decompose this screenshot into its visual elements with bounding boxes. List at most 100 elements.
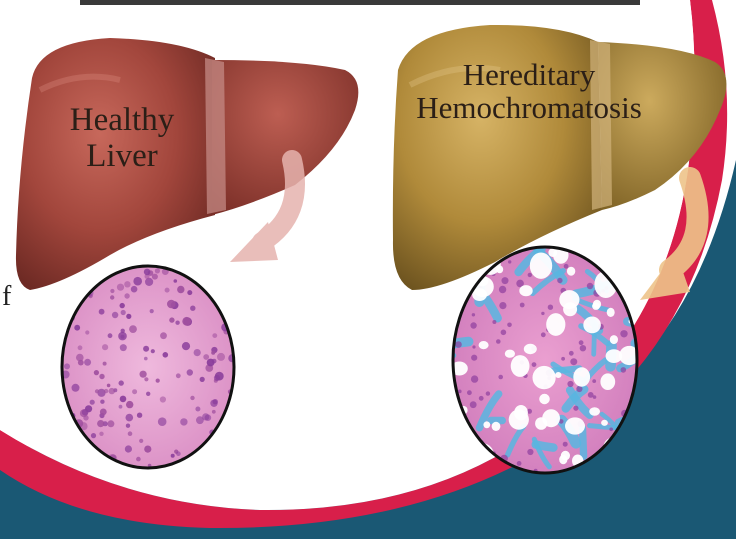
tissue-nucleus (136, 457, 141, 462)
tissue-nucleus (570, 358, 577, 365)
fat-vacuole (483, 421, 490, 428)
tissue-nucleus (83, 415, 88, 420)
tissue-nucleus (99, 309, 105, 315)
tissue-nucleus (128, 431, 133, 436)
tissue-nucleus (91, 433, 96, 438)
tissue-nucleus (163, 352, 169, 358)
tissue-nucleus (144, 377, 148, 381)
tissue-nucleus (150, 309, 154, 313)
tissue-nucleus (64, 363, 70, 369)
tissue-nucleus (498, 375, 503, 380)
tissue-nucleus (129, 325, 137, 333)
tissue-nucleus (94, 370, 99, 375)
tissue-nucleus (176, 373, 181, 378)
iron-deposit (536, 445, 554, 448)
fat-vacuole (610, 335, 618, 344)
fat-vacuole (479, 341, 489, 349)
fat-vacuole (519, 285, 532, 296)
tissue-nucleus (217, 353, 225, 361)
tissue-nucleus (108, 333, 113, 338)
tissue-nucleus (194, 349, 201, 356)
tissue-nucleus (97, 420, 104, 427)
fat-vacuole (546, 313, 565, 336)
tissue-nucleus (160, 396, 166, 402)
tissue-nucleus (187, 290, 192, 295)
tissue-nucleus (190, 396, 194, 400)
tissue-nucleus (84, 359, 91, 366)
tissue-nucleus (620, 330, 627, 337)
tissue-nucleus (95, 389, 99, 393)
tissue-nucleus (203, 354, 209, 360)
tissue-nucleus (160, 332, 167, 339)
tissue-nucleus (144, 357, 148, 361)
tissue-nucleus (567, 381, 573, 387)
tissue-nucleus (507, 323, 512, 328)
fat-vacuole (539, 394, 550, 404)
fat-vacuole (601, 420, 608, 426)
tissue-nucleus (502, 277, 509, 284)
tissue-nucleus (143, 346, 149, 352)
tissue-nucleus (139, 439, 143, 443)
tissue-nucleus (117, 284, 124, 291)
top-header-sliver (80, 0, 640, 5)
fat-vacuole (607, 308, 615, 317)
tissue-nucleus (112, 312, 118, 318)
tissue-nucleus (177, 286, 184, 293)
tissue-nucleus (110, 295, 114, 299)
tissue-nucleus (479, 396, 484, 401)
tissue-nucleus (99, 432, 103, 436)
tissue-nucleus (126, 424, 130, 428)
tissue-nucleus (174, 279, 178, 283)
tissue-nucleus (470, 322, 476, 328)
iron-deposit (590, 426, 620, 428)
fat-vacuole (511, 355, 530, 377)
fat-vacuole (567, 267, 575, 276)
tissue-nucleus (621, 367, 627, 373)
tissue-nucleus (211, 351, 215, 355)
tissue-nucleus (196, 416, 204, 424)
tissue-nucleus (151, 349, 155, 353)
tissue-nucleus (144, 269, 151, 276)
tissue-nucleus (501, 330, 507, 336)
tissue-nucleus (124, 281, 130, 287)
tissue-nucleus (107, 420, 114, 427)
tissue-nucleus (528, 273, 532, 277)
tissue-nucleus (527, 449, 533, 455)
fat-vacuole (505, 350, 515, 358)
tissue-nucleus (169, 317, 174, 322)
tissue-nucleus (167, 300, 176, 309)
fat-vacuole (492, 422, 501, 431)
tissue-nucleus (140, 371, 147, 378)
tissue-nucleus (133, 277, 142, 286)
tissue-nucleus (180, 418, 187, 425)
tissue-nucleus (107, 384, 111, 388)
tissue-nucleus (131, 286, 138, 293)
cropped-letter-fragment: f (2, 281, 12, 312)
tissue-nucleus (100, 409, 107, 416)
tissue-nucleus (144, 446, 151, 453)
fat-vacuole (555, 372, 561, 378)
tissue-nucleus (182, 342, 190, 350)
tissue-nucleus (118, 332, 127, 341)
tissue-nucleus (195, 407, 200, 412)
tissue-nucleus (573, 406, 578, 411)
tissue-nucleus (176, 451, 181, 456)
tissue-nucleus (532, 362, 537, 367)
tissue-nucleus (569, 351, 574, 356)
tissue-nucleus (120, 396, 127, 403)
fat-vacuole (530, 253, 552, 279)
tissue-nucleus (200, 377, 205, 382)
tissue-nucleus (132, 389, 137, 394)
tissue-nucleus (472, 313, 475, 316)
tissue-nucleus (100, 400, 104, 404)
tissue-nucleus (171, 454, 175, 458)
tissue-nucleus (76, 354, 84, 362)
tissue-nucleus (492, 320, 496, 324)
tissue-nucleus (486, 391, 490, 395)
tissue-nucleus (74, 325, 80, 331)
fat-vacuole (565, 417, 585, 434)
tissue-nucleus (207, 359, 215, 367)
tissue-nucleus (212, 333, 217, 338)
tissue-nucleus (576, 386, 582, 392)
